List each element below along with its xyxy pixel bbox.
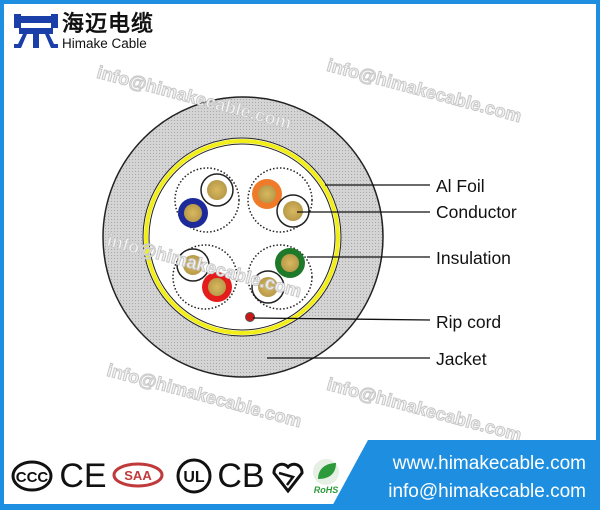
label-conductor: Conductor xyxy=(436,202,517,222)
pair-blue xyxy=(174,167,240,233)
footer-band xyxy=(0,440,600,510)
svg-text:RoHS: RoHS xyxy=(314,485,339,495)
rip-cord xyxy=(245,312,255,322)
label-insulation: Insulation xyxy=(436,248,511,268)
cb-cert-icon: CB xyxy=(217,456,265,495)
logo-chinese-name: 海迈电缆 xyxy=(62,11,155,36)
svg-text:CCC: CCC xyxy=(16,469,49,486)
pair-brown xyxy=(172,244,238,310)
korea-kc-cert-icon xyxy=(270,457,306,495)
label-jacket: Jacket xyxy=(436,349,487,369)
ul-cert-icon: UL xyxy=(174,457,214,495)
logo-english-name: Himake Cable xyxy=(62,36,147,51)
himake-logo-icon xyxy=(14,13,58,48)
brand-logo: 海迈电缆 Himake Cable xyxy=(14,13,154,51)
website-link[interactable]: www.himakecable.com xyxy=(392,453,586,474)
rohs-cert-icon: RoHS xyxy=(308,457,344,495)
leader-lines xyxy=(252,184,431,359)
label-al-foil: Al Foil xyxy=(436,176,485,196)
label-rip-cord: Rip cord xyxy=(436,312,502,332)
pair-green xyxy=(247,244,313,310)
svg-text:SAA: SAA xyxy=(124,468,152,483)
email-link[interactable]: info@himakecable.com xyxy=(388,481,586,502)
ccc-cert-icon: CCC xyxy=(10,457,54,495)
svg-text:UL: UL xyxy=(183,469,205,486)
pair-orange xyxy=(247,167,313,233)
ce-cert-icon: CE xyxy=(59,456,107,495)
saa-cert-icon: SAA xyxy=(112,457,164,495)
